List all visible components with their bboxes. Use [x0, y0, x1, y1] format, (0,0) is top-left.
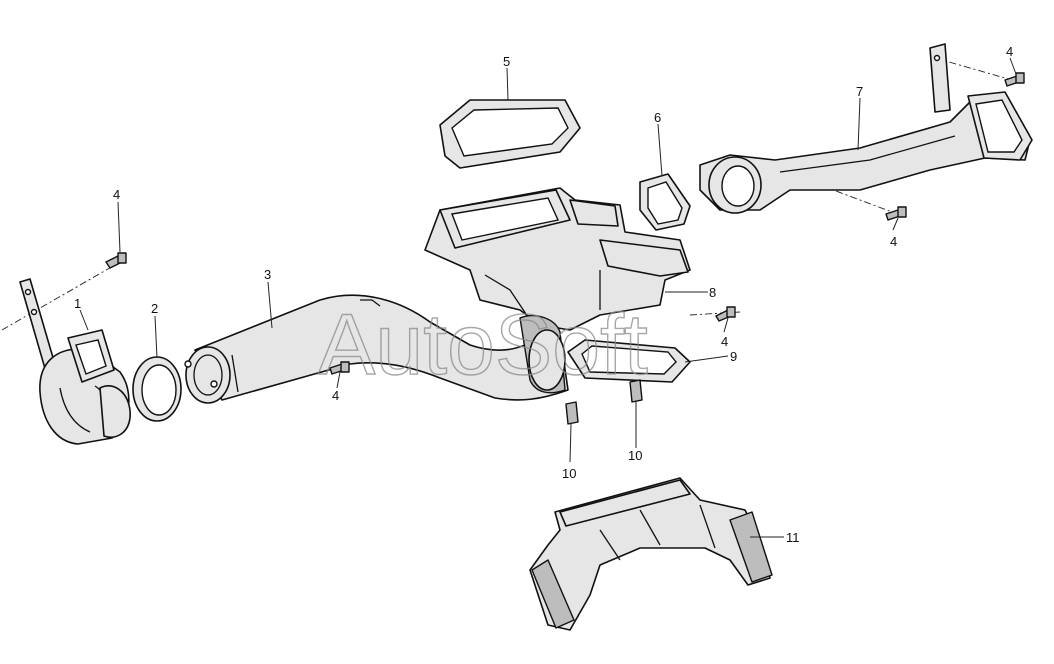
- callout-4-tube: 4: [332, 388, 339, 403]
- callout-10-right: 10: [628, 448, 642, 463]
- callout-8: 8: [709, 285, 716, 300]
- part-11-lower-duct: [529, 477, 773, 631]
- leader-lines: [79, 57, 1017, 538]
- callout-1: 1: [74, 296, 81, 311]
- callout-4-left: 4: [113, 187, 120, 202]
- part-3-intake-tube: [184, 294, 569, 404]
- part-10-plug-a: [565, 401, 579, 425]
- part-2-clamp-ring: [132, 356, 182, 422]
- callout-5: 5: [503, 54, 510, 69]
- part-8-air-box: [424, 187, 691, 394]
- callout-9: 9: [730, 349, 737, 364]
- part-6-seal: [639, 173, 691, 231]
- callout-4-top: 4: [1006, 44, 1013, 59]
- part-9-flange-gasket: [567, 339, 691, 383]
- part-7-upper-duct: [699, 43, 1033, 214]
- callout-4-box: 4: [721, 334, 728, 349]
- callout-3: 3: [264, 267, 271, 282]
- callout-2: 2: [151, 301, 158, 316]
- callout-labels: 1 2 3 4 4 4 4 4 5 6 7 8 9 10 10 11: [74, 44, 1013, 545]
- part-4-bolt-e: [1004, 72, 1025, 87]
- part-1-elbow-duct: [19, 278, 131, 445]
- callout-4-duct: 4: [890, 234, 897, 249]
- callout-10-left: 10: [562, 466, 576, 481]
- callout-6: 6: [654, 110, 661, 125]
- part-4-bolt-a: [105, 252, 127, 269]
- part-5-gasket: [439, 99, 581, 169]
- callout-11: 11: [786, 530, 800, 545]
- part-4-bolt-b: [329, 361, 350, 375]
- watermark-text: AutoSoft: [318, 297, 648, 393]
- part-10-plug-b: [629, 379, 643, 403]
- part-4-bolt-d: [885, 206, 907, 221]
- callout-7: 7: [856, 84, 863, 99]
- part-4-bolt-c: [715, 306, 736, 322]
